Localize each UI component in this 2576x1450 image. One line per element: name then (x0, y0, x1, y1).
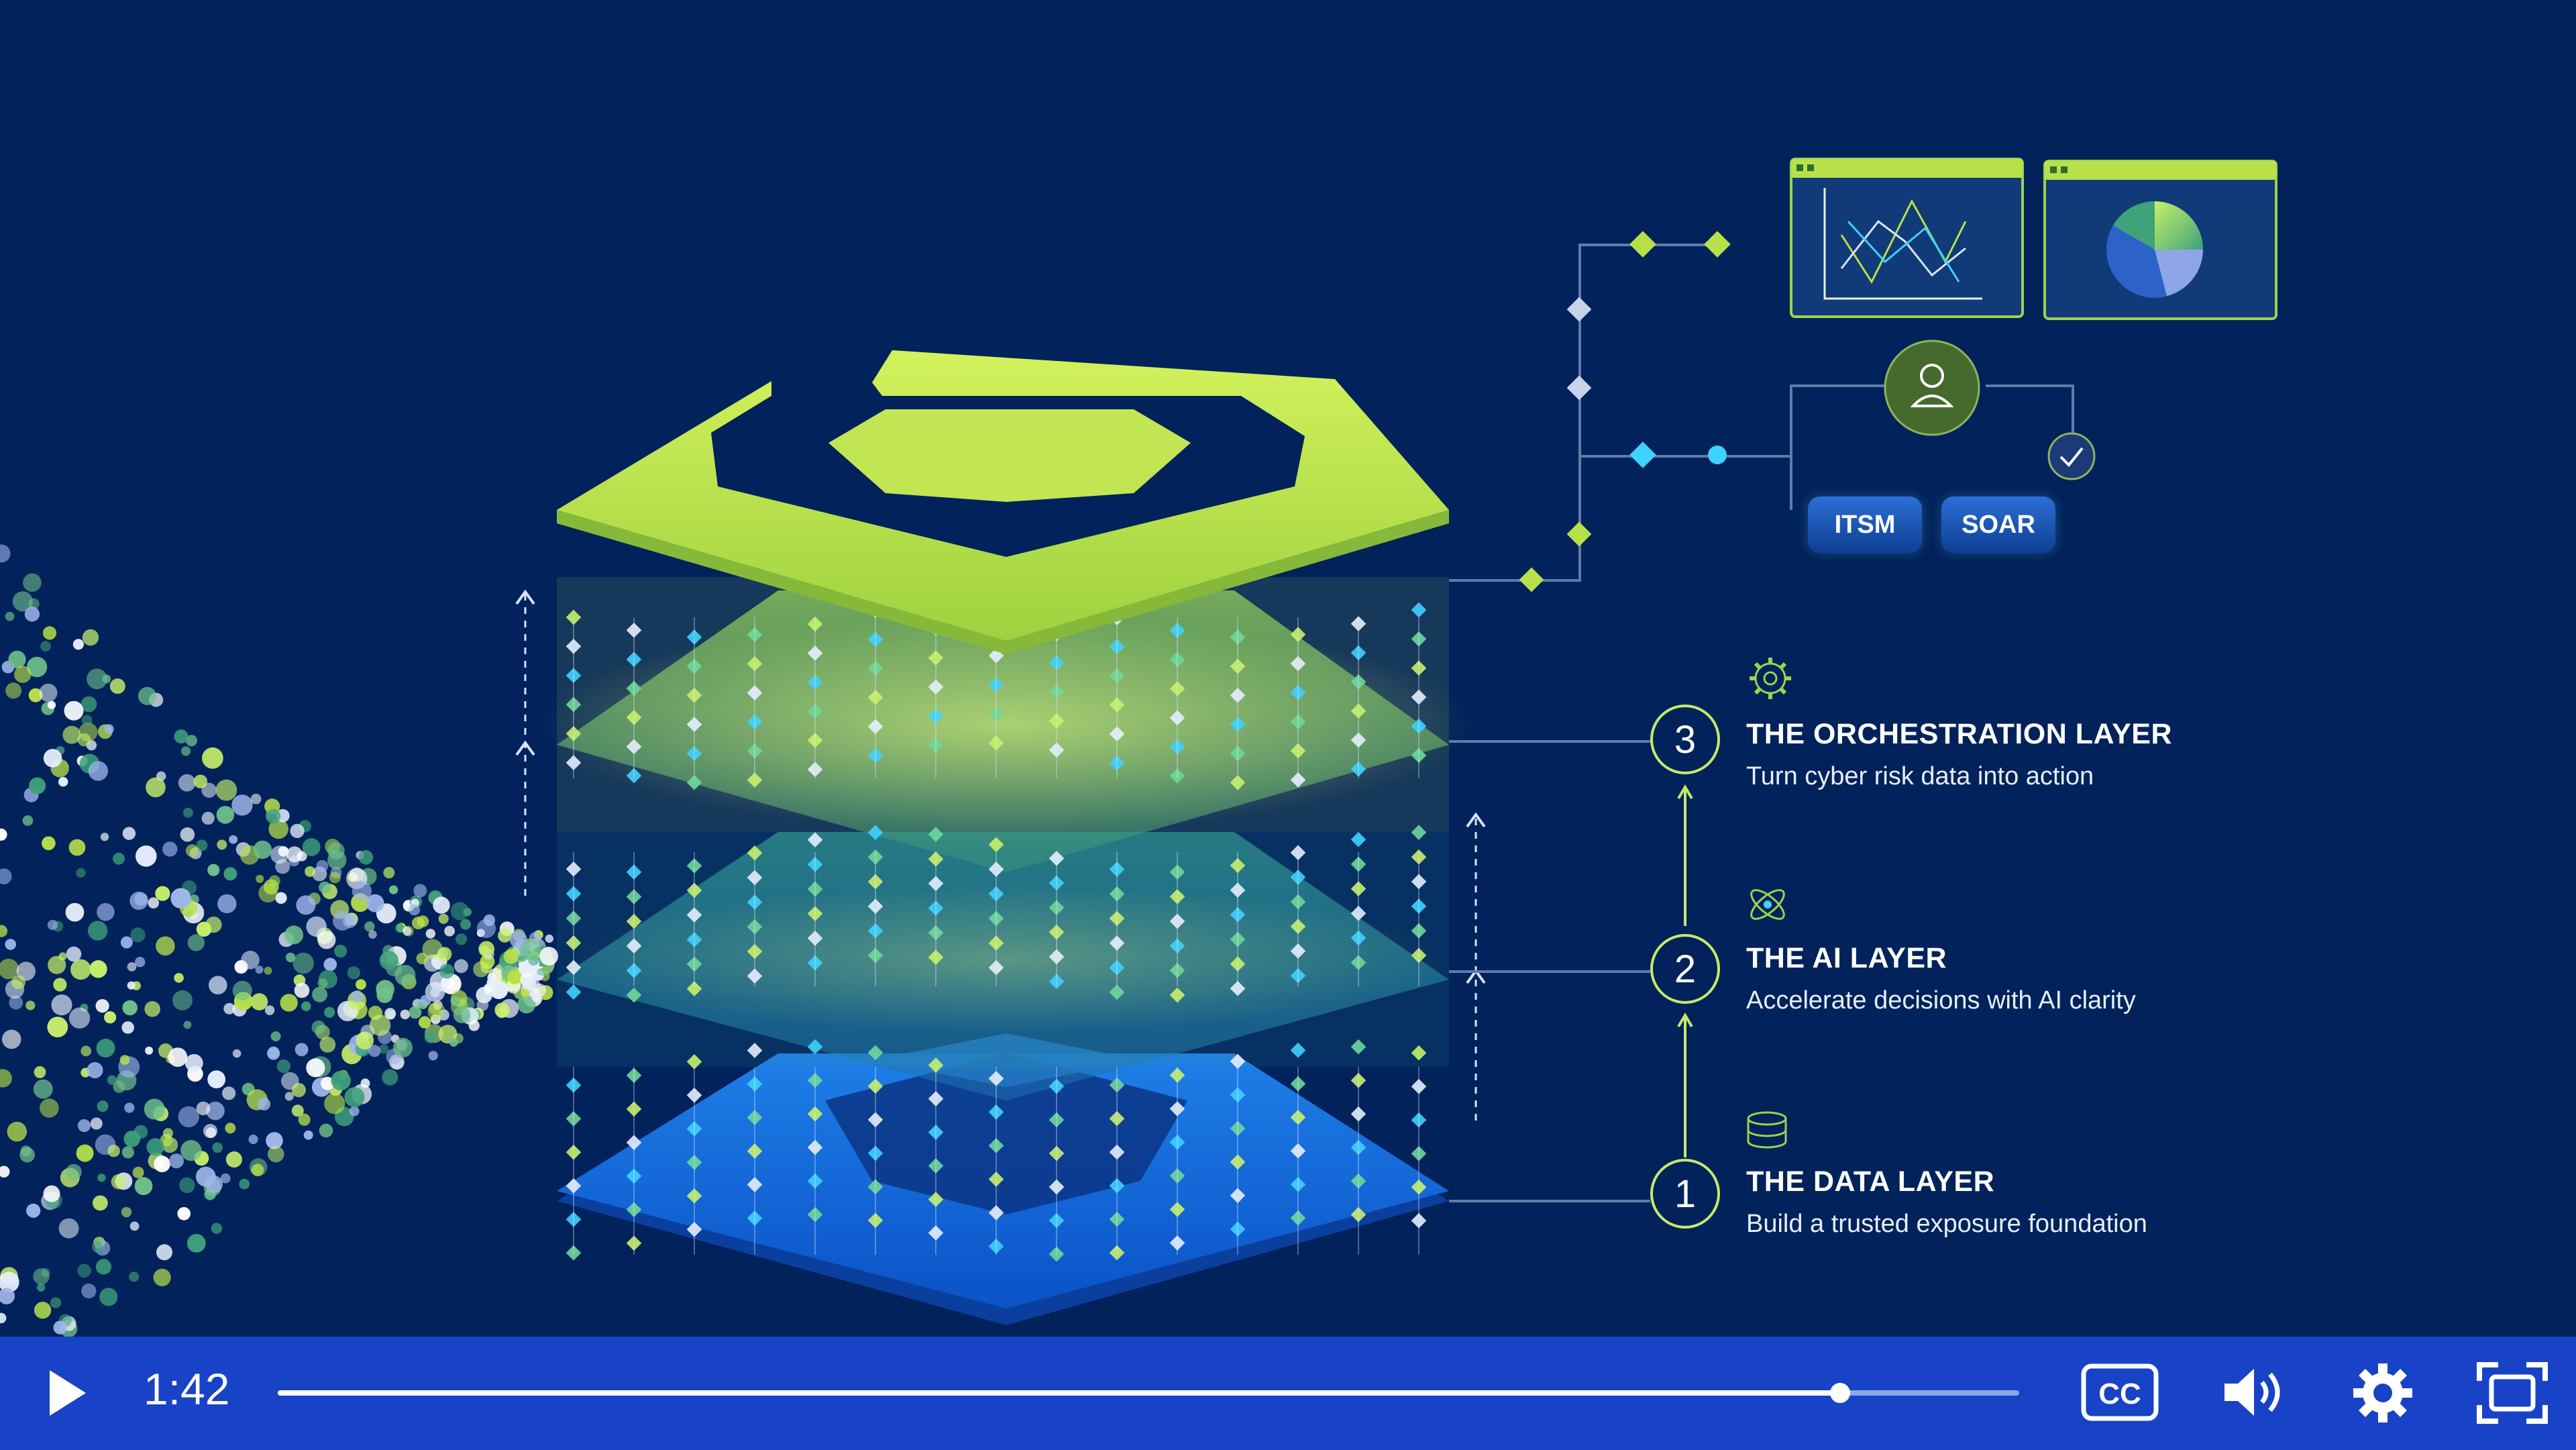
layer-subtitle-ai: Accelerate decisions with AI clarity (1746, 986, 2136, 1015)
layer-number-2: 2 (1650, 934, 1720, 1004)
database-icon (1747, 1111, 1787, 1149)
layer-progress-arrows (1677, 784, 1693, 1157)
data-layer-platform (557, 1033, 1449, 1325)
check-icon (2047, 432, 2096, 480)
layer-title-data: THE DATA LAYER (1746, 1166, 1995, 1198)
player-control-bar: 1:42 CC (0, 1337, 2576, 1450)
play-icon (50, 1370, 86, 1416)
pie-chart-card (2043, 160, 2277, 320)
user-icon (1884, 340, 1980, 436)
current-time: 1:42 (144, 1364, 230, 1414)
settings-icon (2353, 1363, 2412, 1422)
closed-captions-icon: CC (2081, 1363, 2159, 1421)
soar-button[interactable]: SOAR (1941, 497, 2055, 553)
layer-number-1: 1 (1650, 1159, 1720, 1229)
fullscreen-button[interactable] (2475, 1361, 2549, 1425)
gear-icon (1750, 658, 1791, 699)
progress-bar[interactable] (278, 1383, 2019, 1403)
fullscreen-icon (2477, 1362, 2548, 1424)
progress-thumb[interactable] (1829, 1383, 1850, 1403)
particle-cloud (0, 544, 559, 1338)
atom-icon (1750, 889, 1785, 920)
layer-subtitle-data: Build a trusted exposure foundation (1746, 1210, 2147, 1238)
layer-number-3: 3 (1650, 705, 1720, 774)
layer-subtitle-orchestration: Turn cyber risk data into action (1746, 762, 2094, 790)
top-logo-platform (557, 350, 1449, 654)
volume-button[interactable] (2220, 1361, 2288, 1424)
volume-icon (2224, 1369, 2280, 1416)
line-chart-card (1790, 158, 2024, 318)
progress-fill (278, 1390, 1840, 1396)
layer-pointer-lines (1449, 740, 1650, 1202)
closed-captions-button[interactable]: CC (2080, 1361, 2160, 1424)
play-button[interactable] (44, 1366, 91, 1420)
layer-title-orchestration: THE ORCHESTRATION LAYER (1746, 718, 2173, 750)
itsm-button[interactable]: ITSM (1808, 497, 1922, 553)
layer-title-ai: THE AI LAYER (1746, 942, 1947, 974)
data-network (566, 590, 1427, 1262)
cc-label: CC (2098, 1378, 2141, 1410)
settings-button[interactable] (2349, 1359, 2416, 1427)
connector-nodes (1519, 231, 1731, 592)
